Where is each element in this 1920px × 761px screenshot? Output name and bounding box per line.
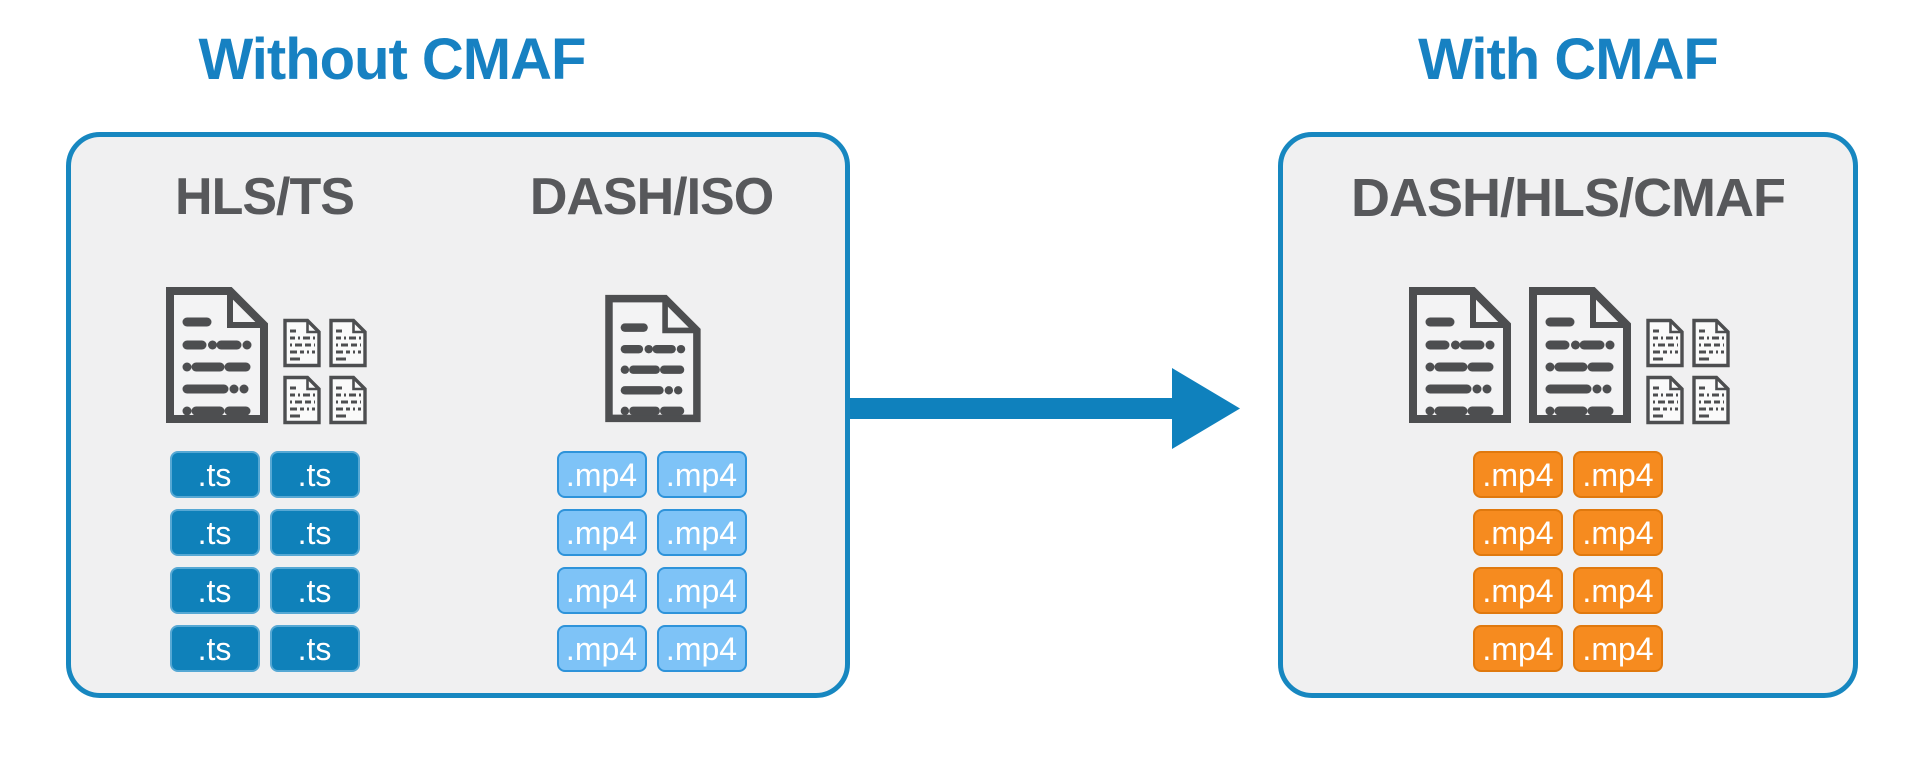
ts-segment-chip: .ts bbox=[169, 625, 260, 672]
hls-ts-heading: HLS/TS bbox=[175, 168, 355, 226]
mp4-segment-chip: .mp4 bbox=[656, 625, 747, 672]
mp4-segment-chip: .mp4 bbox=[1573, 451, 1663, 498]
dash-hls-cmaf-column: DASH/HLS/CMAF .mp4 .mp4 .mp4 .mp4 .mp4 .… bbox=[1283, 137, 1853, 693]
without-cmaf-title: Without CMAF bbox=[198, 27, 587, 92]
small-document-icon bbox=[1691, 375, 1731, 425]
mp4-segment-chip: .mp4 bbox=[1573, 567, 1663, 614]
large-document-icon bbox=[601, 292, 702, 425]
small-document-grid bbox=[1645, 318, 1731, 425]
ts-segment-grid: .ts .ts .ts .ts .ts .ts .ts .ts bbox=[169, 451, 360, 672]
mp4-segment-chip: .mp4 bbox=[656, 509, 747, 556]
small-document-icon bbox=[1691, 318, 1731, 368]
cmaf-file-icons bbox=[1405, 283, 1731, 425]
small-document-icon bbox=[328, 318, 368, 368]
mp4-segment-chip: .mp4 bbox=[1473, 451, 1563, 498]
ts-segment-chip: .ts bbox=[269, 451, 360, 498]
mp4-segment-chip: .mp4 bbox=[556, 567, 647, 614]
dash-iso-column: DASH/ISO .mp4 .mp4 .mp4 .mp4 .mp4 .mp4 .… bbox=[458, 137, 845, 693]
small-document-grid bbox=[282, 318, 368, 425]
ts-segment-chip: .ts bbox=[269, 625, 360, 672]
small-document-icon bbox=[328, 375, 368, 425]
mp4-segment-chip: .mp4 bbox=[1573, 509, 1663, 556]
ts-segment-chip: .ts bbox=[169, 567, 260, 614]
with-cmaf-panel: DASH/HLS/CMAF .mp4 .mp4 .mp4 .mp4 .mp4 .… bbox=[1278, 132, 1858, 698]
ts-segment-chip: .ts bbox=[269, 567, 360, 614]
mp4-segment-chip: .mp4 bbox=[556, 509, 647, 556]
mp4-segment-grid-orange: .mp4 .mp4 .mp4 .mp4 .mp4 .mp4 .mp4 .mp4 bbox=[1473, 451, 1663, 672]
ts-segment-chip: .ts bbox=[169, 451, 260, 498]
mp4-segment-chip: .mp4 bbox=[1473, 625, 1563, 672]
mp4-segment-chip: .mp4 bbox=[1573, 625, 1663, 672]
ts-segment-chip: .ts bbox=[169, 509, 260, 556]
large-document-icon bbox=[1405, 285, 1513, 425]
mp4-segment-chip: .mp4 bbox=[656, 567, 747, 614]
hls-ts-column: HLS/TS .ts .ts .ts .ts .ts .ts .ts .ts bbox=[71, 137, 458, 693]
without-cmaf-panel: HLS/TS .ts .ts .ts .ts .ts .ts .ts .ts bbox=[66, 132, 850, 698]
mp4-segment-grid-blue: .mp4 .mp4 .mp4 .mp4 .mp4 .mp4 .mp4 .mp4 bbox=[556, 451, 747, 672]
small-document-icon bbox=[282, 375, 322, 425]
dash-iso-file-icons bbox=[601, 283, 702, 425]
small-document-icon bbox=[1645, 375, 1685, 425]
mp4-segment-chip: .mp4 bbox=[556, 451, 647, 498]
mp4-segment-chip: .mp4 bbox=[556, 625, 647, 672]
hls-ts-file-icons bbox=[162, 283, 368, 425]
small-document-icon bbox=[1645, 318, 1685, 368]
mp4-segment-chip: .mp4 bbox=[1473, 509, 1563, 556]
large-document-icon bbox=[162, 285, 270, 425]
large-document-icon bbox=[1525, 285, 1633, 425]
mp4-segment-chip: .mp4 bbox=[1473, 567, 1563, 614]
ts-segment-chip: .ts bbox=[269, 509, 360, 556]
arrow-right-icon bbox=[850, 368, 1240, 449]
dash-iso-heading: DASH/ISO bbox=[529, 168, 774, 226]
small-document-icon bbox=[282, 318, 322, 368]
dash-hls-cmaf-heading: DASH/HLS/CMAF bbox=[1351, 168, 1786, 228]
mp4-segment-chip: .mp4 bbox=[656, 451, 747, 498]
with-cmaf-title: With CMAF bbox=[1418, 27, 1719, 92]
